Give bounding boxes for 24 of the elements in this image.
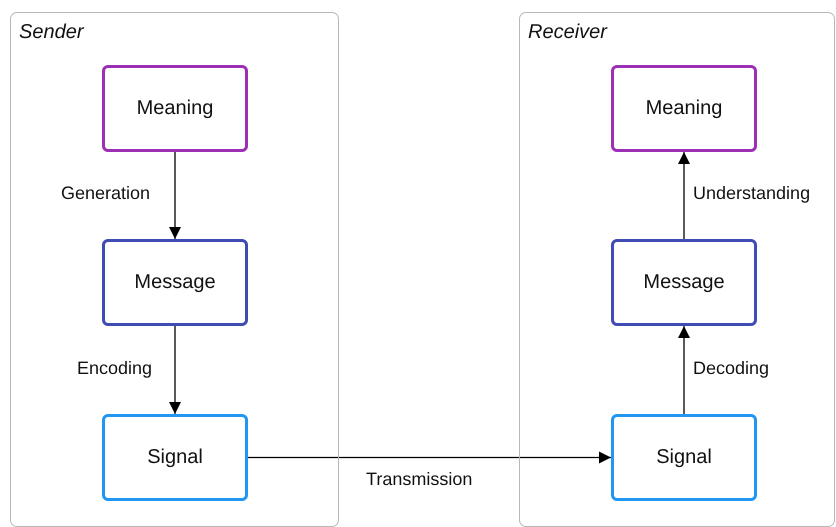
edge-label: Understanding bbox=[693, 183, 810, 204]
group-title: Receiver bbox=[528, 21, 607, 44]
process-box bbox=[102, 239, 248, 326]
node-label: Signal bbox=[147, 446, 203, 469]
group-title: Sender bbox=[19, 21, 84, 44]
group-panel bbox=[519, 12, 835, 527]
node-label: Meaning bbox=[646, 97, 722, 120]
edge-label: Encoding bbox=[77, 358, 152, 379]
arrow bbox=[169, 152, 181, 239]
node-label: Message bbox=[134, 271, 216, 294]
process-box bbox=[102, 65, 248, 152]
process-box bbox=[102, 414, 248, 501]
arrow bbox=[169, 326, 181, 414]
node-label: Message bbox=[643, 271, 725, 294]
arrow bbox=[678, 152, 690, 239]
group-panel bbox=[10, 12, 339, 527]
node-label: Signal bbox=[656, 446, 712, 469]
arrow bbox=[678, 326, 690, 414]
arrow bbox=[248, 452, 611, 464]
process-box bbox=[611, 239, 757, 326]
process-box bbox=[611, 65, 757, 152]
node-label: Meaning bbox=[136, 97, 214, 120]
edge-label: Decoding bbox=[693, 358, 770, 379]
process-box bbox=[611, 414, 757, 501]
